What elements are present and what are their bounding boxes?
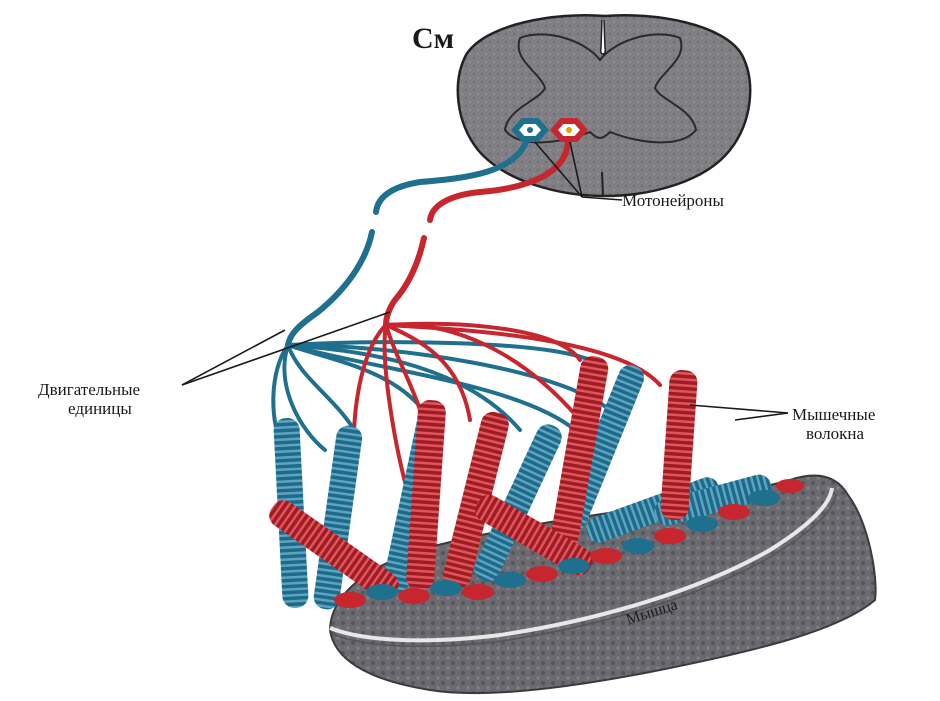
axon-blue-lower xyxy=(288,232,372,345)
spinal-cord-label: См xyxy=(412,22,454,55)
axon-red-lower xyxy=(386,238,424,325)
leader-lines xyxy=(182,142,788,420)
motoneurons-label: Мотонейроны xyxy=(622,191,725,210)
motor-units-label-line2: единицы xyxy=(68,399,132,418)
motor-units-label-line1: Двигательные xyxy=(38,380,140,399)
ventral-fissure xyxy=(602,172,603,196)
muscle-fibers-label-line2: волокна xyxy=(806,424,865,443)
muscle-fibers-label-line1: Мышечные xyxy=(792,405,875,424)
median-fissure xyxy=(601,20,606,54)
